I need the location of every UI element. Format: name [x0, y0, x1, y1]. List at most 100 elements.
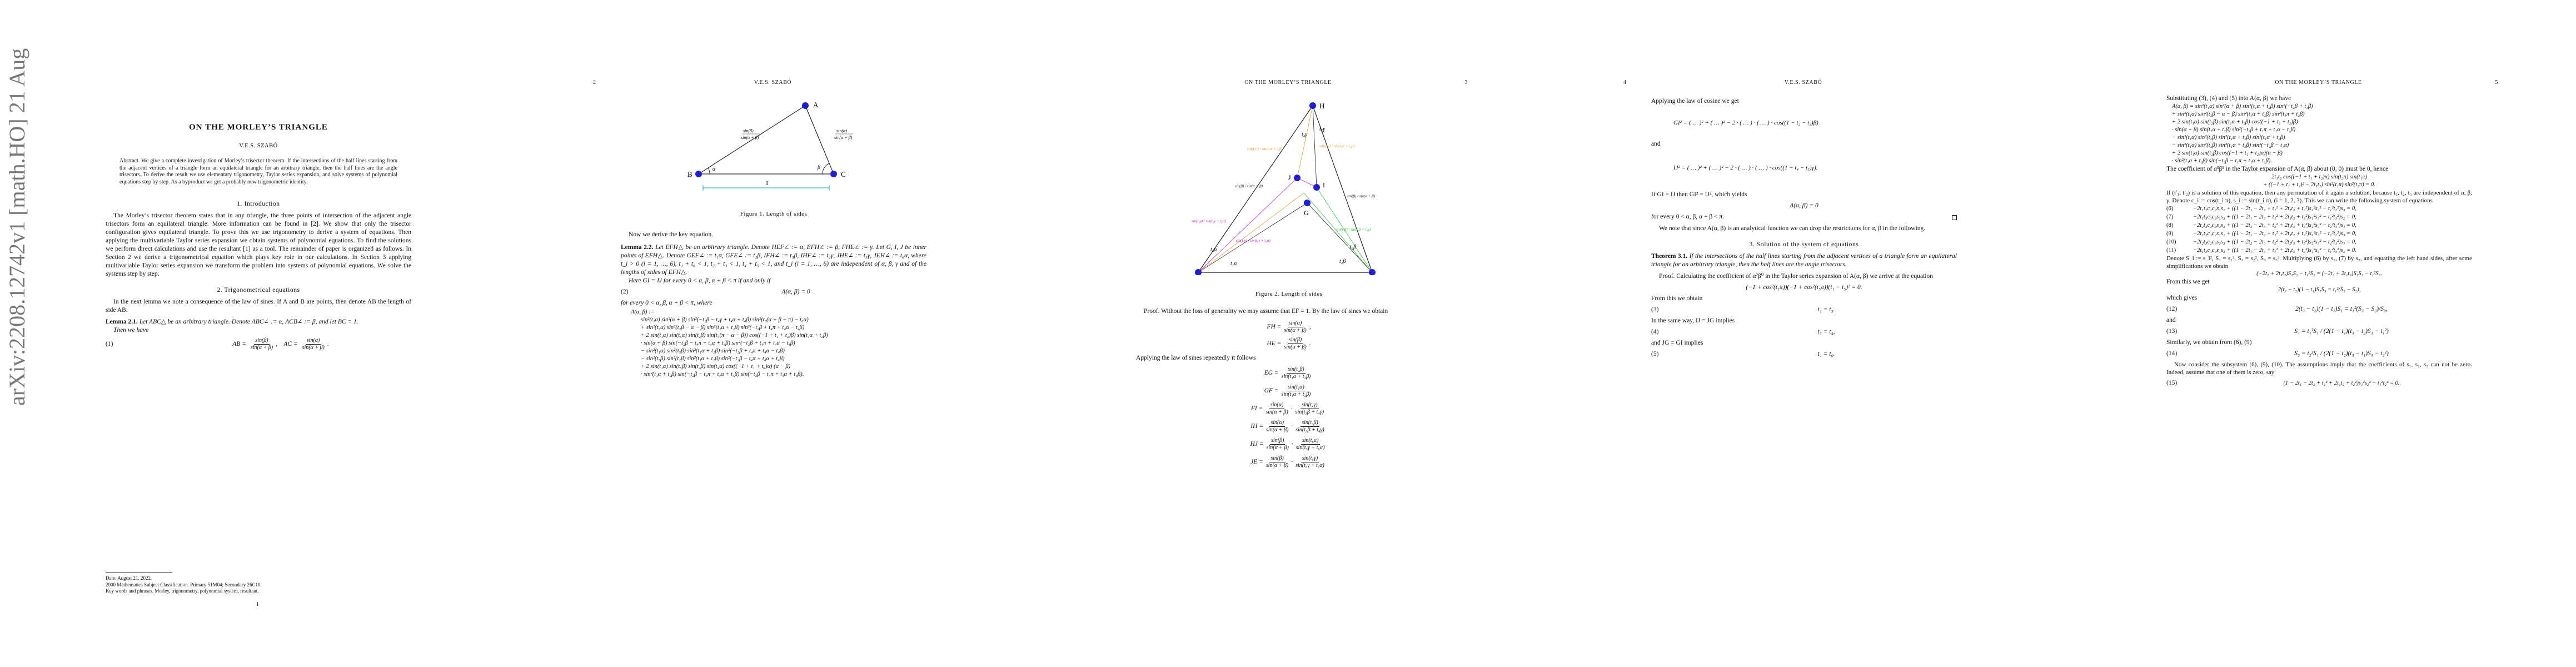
if-gi-text: If GI = IJ then GI² = IJ², which yields [1651, 191, 1747, 198]
svg-text:t₅γ: t₅γ [1319, 126, 1326, 132]
label-alpha: α [712, 166, 716, 172]
equation-14: (14)S₂ = t₂²S₁ / (2(1 − t₂)(t₃ − t₁)S₃ −… [2166, 350, 2389, 357]
svg-text:arXiv:2208.12742v1 [math.HO]: arXiv:2208.12742v1 [math.HO] 21 Aug 2022 [4, 44, 29, 406]
svg-text:t₄γ: t₄γ [1302, 132, 1308, 138]
page-3-body: Figure 2. Length of sides Proof. Without… [1136, 290, 1442, 473]
lemma-2-2: Lemma 2.2. Let EFH△ be an arbitrary tria… [621, 243, 926, 277]
footnote-date: Date: August 21, 2022. [106, 575, 152, 581]
label-i: I [1323, 181, 1325, 189]
system-row: (7)−2t₁t₃c₁c₃s₁s₃ + ((1 − 2t₁ − 2t₃ + t₁… [2166, 214, 2356, 220]
section-3-heading: 3. Solution of the system of equations [1749, 241, 1859, 248]
formula-line: − sin²(t₅β) sin²(t₂β) sin²(t₁α + t₂β) si… [641, 356, 785, 362]
svg-text:sin(α + β): sin(α + β) [834, 135, 853, 140]
length-equation: FI =sin(α)sin(α + β)·sin(t₄γ)sin(t₃β + t… [1250, 402, 1324, 415]
equation-3: (3)t₁ = t₅. [1651, 306, 1835, 313]
angle-alpha-arc [707, 167, 710, 175]
vertex-e [1195, 269, 1202, 275]
page-number: 1 [256, 601, 259, 608]
length-equation: EG =sin(t₂β)sin(t₁α + t₂β) [1264, 366, 1311, 380]
header-running-title: ON THE MORLEY’S TRIANGLE [2275, 79, 2362, 86]
formula-line: + 2 sin(t₁α) sin(t₅β) sin(t₂β) sin(t₄α) … [641, 364, 791, 370]
page-1: arXiv:2208.12742v1 [math.HO] 21 Aug 2022… [0, 0, 515, 667]
vertex-j [1294, 175, 1301, 181]
qed-square [1952, 215, 1957, 220]
ij-squared: IJ² = ( … )² + ( … )² − 2 · ( … ) · ( … … [1673, 165, 1818, 171]
a-def-lines: sin²(t₁α) sin²(α + β) sin²(−t₂β − t₄γ + … [641, 316, 926, 379]
formula-line: + sin²(t₅α) sin²(t₂β − α − β) sin²(t₁α +… [641, 325, 805, 331]
abstract: Abstract. We give a complete investigati… [119, 158, 397, 185]
svg-text:sin(t₁α) / sin(t₁α + t₂β): sin(t₁α) / sin(t₁α + t₂β) [1247, 147, 1283, 151]
and-text: and [2166, 317, 2176, 323]
header-page-number: 3 [1464, 79, 1468, 86]
svg-text:sin(t₅γ) / sin(t₅γ + t₆α): sin(t₅γ) / sin(t₅γ + t₆α) [1236, 238, 1270, 243]
a-def: A(α, β) := [631, 309, 655, 315]
figure-2-caption: Figure 2. Length of sides [1255, 291, 1323, 297]
lemma-then: Then we have [113, 327, 149, 334]
header-page-number: 4 [1623, 79, 1627, 86]
equation-system: (6)−2t₁t₂c₁c₂s₁s₂ + ((1 − 2t₁ − 2t₂ + t₁… [2166, 205, 2472, 255]
page-3: ON THE MORLEY’S TRIANGLE 3 E F H G I J 1… [1030, 0, 1546, 667]
eq1-ab: AB = [232, 341, 246, 348]
similarly-text: Similarly, we obtain from (8), (9) [2166, 339, 2252, 346]
lemma-2-1-text: Let ABC△ be an arbitrary triangle. Denot… [139, 318, 358, 325]
eq-he: HE = sin(β)sin(α + β). [1267, 337, 1311, 350]
a-zero: A(α, β) = 0 [1790, 202, 1818, 209]
lemma-2-2-head: Lemma 2.2. [621, 244, 654, 251]
header-page-number: 5 [2495, 79, 2498, 86]
gives-text: which gives [2166, 295, 2198, 301]
label-one: 1 [765, 179, 769, 187]
svg-text:t₆α: t₆α [1210, 247, 1217, 253]
svg-text:sin(α): sin(α) [836, 128, 847, 133]
equation-4: (4)t₃ = t₄, [1651, 328, 1835, 335]
section-1-heading: 1. Introduction [237, 201, 280, 207]
theorem-3-1-text: If the intersections of the half lines s… [1651, 253, 1957, 268]
if-solution-text: If (t′₁, t′₂) is a solution of this equa… [2166, 190, 2472, 204]
formula-line: sin²(t₁α) sin²(α + β) sin²(−t₂β − t₄γ + … [641, 317, 809, 323]
taylor-equation: (−1 + cos²(t₁π))(−1 + cos²(t₅π))(t₁ − t₅… [1746, 284, 1862, 291]
theorem-3-1: Theorem 3.1. If the intersections of the… [1651, 252, 1957, 269]
page-2: 2 V.E.S. SZABÓ A B C α β 1 sin(β) sin(α … [515, 0, 1030, 667]
for-every-text: for every 0 < α, β, α + β < π. [1651, 213, 1725, 220]
intro-paragraph: The Morley’s trisector theorem states th… [106, 212, 411, 277]
theorem-3-1-head: Theorem 3.1. [1651, 253, 1688, 260]
proof-text: Proof. Without the loss of generality we… [1144, 308, 1388, 315]
vertex-b [695, 171, 702, 177]
vertex-g [1304, 200, 1311, 206]
footnote-keywords: Key words and phrases. Morley, trigonome… [106, 588, 259, 594]
svg-text:sin(t₃β) / sin(t₃β + t₄γ): sin(t₃β) / sin(t₃β + t₄γ) [1336, 227, 1371, 232]
equation-5: (5)t₁ = t₆. [1651, 351, 1835, 357]
svg-text:t₂β: t₂β [1339, 258, 1346, 265]
section-2-text: In the next lemma we note a consequence … [106, 298, 411, 313]
formula-line: − sin²(t₁α) sin²(t₂β) sin²(t₁α + t₂β) si… [2172, 135, 2285, 141]
footnotes: Date: August 21, 2022. 2000 Mathematics … [106, 573, 411, 595]
equation-1-label: (1) [106, 341, 113, 347]
page-4-body: Applying the law of cosine we get GI² = … [1651, 97, 1957, 361]
section-2-heading: 2. Trigonometrical equations [217, 287, 300, 293]
equation-12: (12)2(t₃ − t₂)(1 − t₁)S₁ = t₁²(S₃ − S₂)/… [2166, 306, 2388, 312]
length-equation: HJ =sin(β)sin(α + β)·sin(t₆α)sin(t₅γ + t… [1250, 437, 1325, 451]
label-h: H [1319, 102, 1324, 110]
get-equation: 2(t₃ − t₂)(1 − t₁)S₁S₃ = t₁²(S₃ − S₂), [2278, 287, 2361, 293]
system-row: (10)−2t₂t₃c₂c₃s₂s₃ + ((1 − 2t₂ − 2t₃ + t… [2166, 239, 2356, 245]
formula-line: − sin²(t₁α) sin²(t₅β) sin²(t₁α + t₂β) si… [641, 348, 785, 354]
formula-line: · sin²(t₁α + t₂β) sin(−t₂β − t₁π + t₁α +… [2172, 158, 2272, 164]
svg-text:sin(β): sin(β) [743, 128, 754, 133]
eq1-ac: AC = [283, 341, 298, 348]
vertex-h [1309, 102, 1316, 109]
vertex-c [830, 171, 837, 177]
svg-text:sin(α + β): sin(α + β) [741, 135, 759, 140]
same-way-text: In the same way, IJ = JG implies [1651, 317, 1735, 324]
page-2-body: Figure 1. Length of sides Now we derive … [621, 210, 926, 379]
figure-1-caption: Figure 1. Length of sides [740, 211, 808, 217]
now-consider-text: Now consider the subsystem (6), (9), (10… [2166, 361, 2472, 376]
footnote-msc: 2000 Mathematics Subject Classification.… [106, 581, 262, 588]
svg-text:sin(β) / sin(α + β): sin(β) / sin(α + β) [1235, 184, 1263, 188]
system-row: (6)−2t₁t₂c₁c₂s₁s₂ + ((1 − 2t₁ − 2t₂ + t₁… [2166, 206, 2356, 212]
a-substituted-lines: A(α, β) = sin²(t₁α) sin²(α + β) sin²(t₁α… [2172, 103, 2472, 165]
derive-text: Now we derive the key equation. [629, 231, 714, 238]
paper-title: ON THE MORLEY’S TRIANGLE [189, 123, 328, 132]
law-of-cosine-text: Applying the law of cosine we get [1651, 98, 1739, 104]
angle-beta-arc [822, 163, 830, 175]
title-block: ON THE MORLEY’S TRIANGLE V.E.S. SZABÓ Ab… [106, 123, 411, 354]
header-running-title: V.E.S. SZABÓ [754, 79, 792, 86]
